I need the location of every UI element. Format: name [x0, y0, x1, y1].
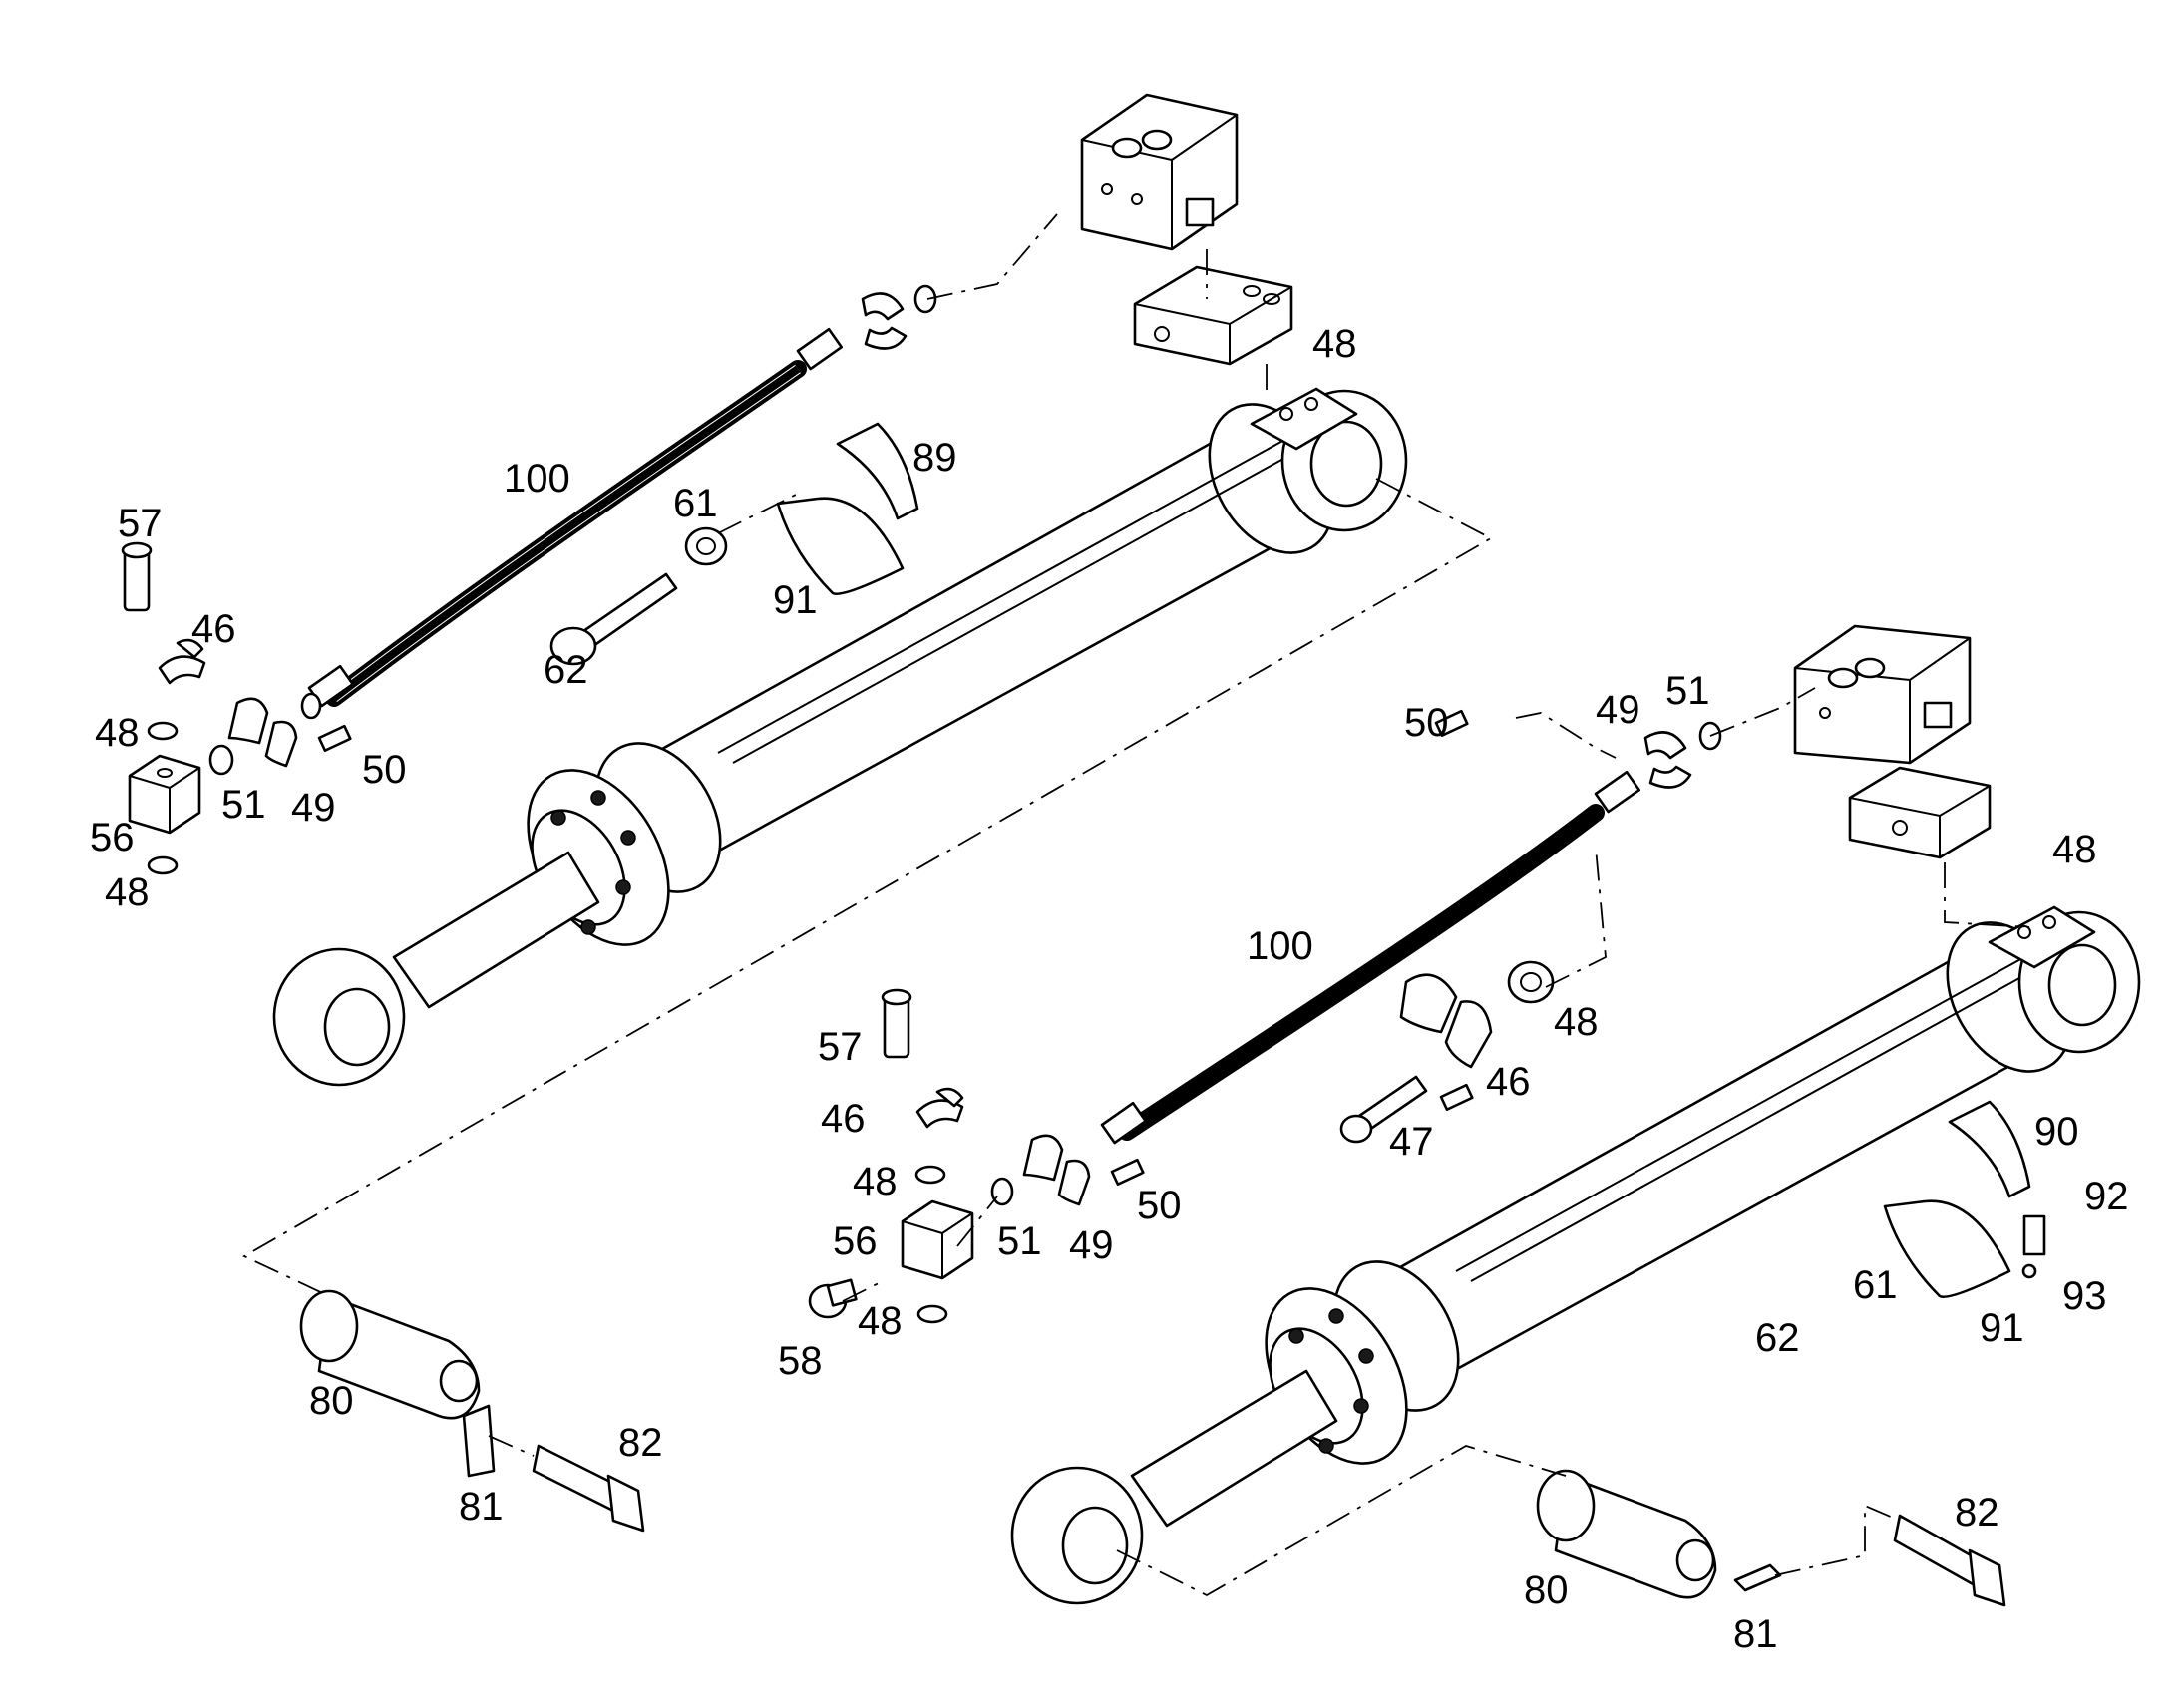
- top-cylinder-assembly: [121, 93, 1493, 1533]
- callout-56: 56: [90, 816, 135, 859]
- callout-90: 90: [2034, 1110, 2079, 1154]
- valve-block-bottom: [1793, 624, 1972, 765]
- callout-51: 51: [221, 783, 266, 827]
- leader-line: [1545, 847, 1607, 988]
- callout-51: 51: [997, 1219, 1042, 1263]
- callout-46: 46: [821, 1097, 866, 1141]
- leader-line: [926, 213, 1058, 300]
- callout-91: 91: [1980, 1306, 2024, 1350]
- callout-48: 48: [95, 711, 140, 755]
- leader-line: [1709, 687, 1816, 737]
- callout-82: 82: [618, 1421, 663, 1465]
- callout-50: 50: [362, 748, 407, 792]
- callout-80: 80: [1524, 1568, 1569, 1612]
- callout-49: 49: [291, 786, 336, 830]
- callout-48: 48: [2052, 828, 2097, 871]
- hose-100-top: [307, 327, 844, 708]
- hose-100-bottom: [1100, 770, 1641, 1145]
- callout-80: 80: [309, 1379, 354, 1423]
- callout-48: 48: [1554, 1000, 1599, 1044]
- cylinder-barrel-bottom: [1010, 905, 2141, 1605]
- callout-81: 81: [1733, 1612, 1778, 1656]
- callouts: 100 57 46 48 56 48 51 49 50 61 62 89 91 …: [90, 322, 2129, 1656]
- manifold-plate-bottom: [1848, 766, 1992, 859]
- cylinder-barrel-top: [272, 387, 1408, 1087]
- bottom-cylinder-assembly: [808, 624, 2141, 1607]
- callout-48: 48: [1312, 322, 1357, 366]
- callout-50: 50: [1137, 1184, 1182, 1227]
- callout-62: 62: [544, 648, 588, 692]
- leader-line: [842, 1280, 884, 1302]
- callout-61: 61: [673, 482, 718, 525]
- valve-block-top: [1080, 93, 1239, 251]
- callout-48: 48: [105, 870, 150, 914]
- leader-line: [242, 478, 1493, 1297]
- callout-89: 89: [912, 436, 957, 480]
- callout-62: 62: [1755, 1316, 1800, 1360]
- callout-91: 91: [773, 578, 818, 622]
- callout-49: 49: [1596, 688, 1640, 732]
- leader-line: [1774, 1504, 1901, 1576]
- leader-line: [717, 493, 799, 534]
- callout-82: 82: [1955, 1491, 1999, 1535]
- callout-46: 46: [191, 607, 236, 651]
- callout-57: 57: [118, 502, 163, 545]
- leader-line: [1116, 1445, 1567, 1597]
- callout-100: 100: [1247, 924, 1313, 968]
- leader-line: [1515, 712, 1617, 759]
- callout-93: 93: [2062, 1274, 2107, 1318]
- leader-line: [1944, 862, 2030, 928]
- callout-49: 49: [1069, 1223, 1114, 1267]
- callout-51: 51: [1665, 669, 1710, 713]
- callout-48: 48: [853, 1160, 898, 1203]
- callout-56: 56: [833, 1219, 878, 1263]
- callout-57: 57: [818, 1025, 863, 1069]
- fittings-bottom: [808, 709, 2046, 1607]
- callout-47: 47: [1389, 1120, 1434, 1164]
- callout-46: 46: [1486, 1060, 1531, 1104]
- callout-92: 92: [2084, 1175, 2129, 1218]
- fittings-top: [121, 284, 937, 1533]
- leader-line: [956, 1196, 998, 1247]
- callout-58: 58: [778, 1339, 823, 1383]
- callout-100: 100: [504, 457, 570, 501]
- callout-48: 48: [858, 1299, 903, 1343]
- callout-61: 61: [1853, 1263, 1898, 1307]
- callout-81: 81: [459, 1485, 504, 1529]
- leader-line: [488, 1435, 535, 1457]
- callout-50: 50: [1404, 701, 1449, 745]
- manifold-plate-top: [1133, 265, 1293, 366]
